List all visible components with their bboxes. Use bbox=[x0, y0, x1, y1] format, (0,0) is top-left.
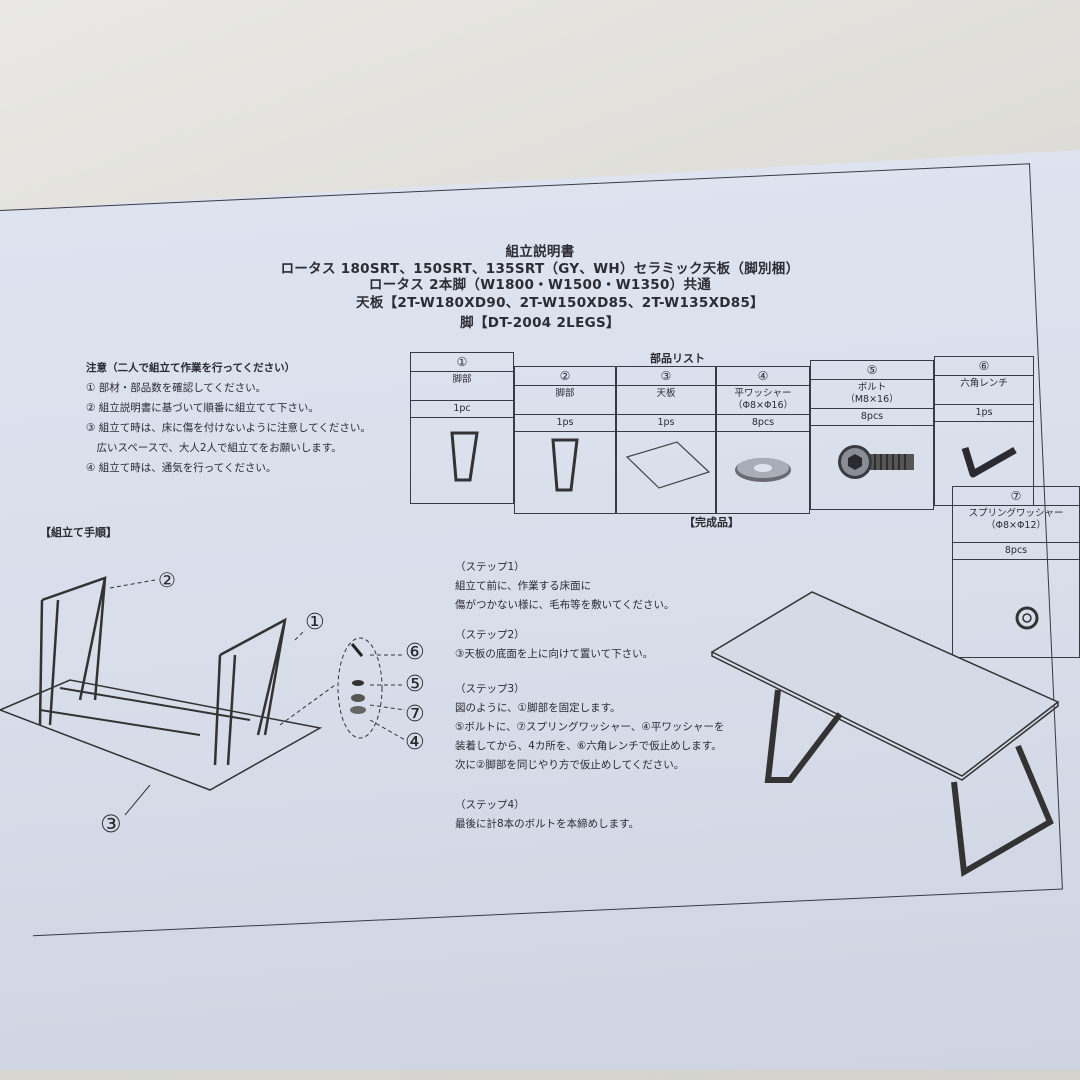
callout-4: ④ bbox=[405, 730, 425, 755]
step-line: 次に②脚部を同じやり方で仮止めしてください。 bbox=[455, 759, 685, 771]
part-number: ⑦ bbox=[953, 487, 1079, 506]
part-number: ⑤ bbox=[811, 361, 933, 380]
step-line: 最後に計8本のボルトを本締めします。 bbox=[455, 818, 640, 830]
part-name: スプリングワッシャー bbox=[968, 508, 1064, 519]
assembly-title: 【組立て手順】 bbox=[40, 526, 117, 539]
part-7: ⑦ スプリングワッシャー（Φ8×Φ12） 8pcs bbox=[952, 486, 1080, 658]
part-number: ② bbox=[515, 367, 615, 386]
part-qty: 1ps bbox=[935, 405, 1033, 422]
part-2: ② 脚部 1ps bbox=[514, 366, 616, 514]
part-4: ④ 平ワッシャー（Φ8×Φ16） 8pcs bbox=[716, 366, 810, 514]
step-line: ⑤ボルトに、⑦スプリングワッシャー、④平ワッシャーを bbox=[455, 721, 725, 733]
caution-title: 注意（二人で組立て作業を行ってください） bbox=[86, 362, 296, 374]
part-number: ③ bbox=[617, 367, 715, 386]
part-qty: 1pc bbox=[411, 401, 513, 418]
assembly-diagram bbox=[0, 576, 406, 816]
step-line: 図のように、①脚部を固定します。 bbox=[455, 702, 621, 714]
leg-frame-icon bbox=[450, 431, 479, 482]
leg-model: 脚【DT-2004 2LEGS】 bbox=[460, 315, 620, 331]
bolt-icon bbox=[838, 445, 914, 479]
spring-washer-icon bbox=[1015, 606, 1039, 630]
step-2: （ステップ2） ③天板の底面を上に向けて置いて下さい。 bbox=[455, 626, 653, 664]
legs-line: ロータス 2本脚（W1800・W1500・W1350）共通 bbox=[368, 277, 712, 293]
step-3: （ステップ3） 図のように、①脚部を固定します。 ⑤ボルトに、⑦スプリングワッシ… bbox=[455, 680, 724, 775]
caution-item: ③ 組立て時は、床に傷を付けないように注意してください。 bbox=[86, 422, 371, 434]
part-name: 脚部 bbox=[452, 374, 472, 385]
part-spec: （Φ8×Φ16） bbox=[732, 400, 794, 411]
parts-list-title: 部品リスト bbox=[650, 352, 705, 365]
caution-notes: 注意（二人で組立て作業を行ってください） ① 部材・部品数を確認してください。 … bbox=[86, 358, 371, 478]
leg-frame-icon bbox=[551, 438, 579, 492]
product-line: ロータス 180SRT、150SRT、135SRT（GY、WH）セラミック天板（… bbox=[280, 261, 800, 277]
callout-5: ⑤ bbox=[405, 672, 425, 697]
part-number: ① bbox=[411, 353, 513, 372]
caution-item: ④ 組立て時は、通気を行ってください。 bbox=[86, 462, 277, 474]
caution-item: ② 組立説明書に基づいて順番に組立てて下さい。 bbox=[86, 402, 319, 414]
step-line: ③天板の底面を上に向けて置いて下さい。 bbox=[455, 648, 654, 660]
caution-item: 広いスペースで、大人2人で組立てをお願いします。 bbox=[86, 442, 342, 454]
part-spec: （M8×16） bbox=[845, 394, 899, 405]
finished-label: 【完成品】 bbox=[684, 516, 739, 529]
callout-6: ⑥ bbox=[405, 640, 425, 665]
part-name: 平ワッシャー bbox=[734, 388, 792, 399]
part-3: ③ 天板 1ps bbox=[616, 366, 716, 514]
tabletop-models: 天板【2T-W180XD90、2T-W150XD85、2T-W135XD85】 bbox=[356, 295, 764, 311]
part-name: 六角レンチ bbox=[960, 378, 1008, 389]
hex-wrench-icon bbox=[961, 446, 1017, 478]
step-title: （ステップ3） bbox=[455, 683, 525, 695]
part-spec: （Φ8×Φ12） bbox=[985, 520, 1047, 531]
step-4: （ステップ4） 最後に計8本のボルトを本締めします。 bbox=[455, 796, 639, 834]
part-qty: 1ps bbox=[617, 415, 715, 432]
part-qty: 1ps bbox=[515, 415, 615, 432]
flat-washer-icon bbox=[735, 458, 791, 482]
part-number: ④ bbox=[717, 367, 809, 386]
instruction-sheet bbox=[0, 150, 1080, 1070]
part-name: 脚部 bbox=[555, 388, 575, 399]
part-qty: 8pcs bbox=[811, 409, 933, 426]
part-5: ⑤ ボルト（M8×16） 8pcs bbox=[810, 360, 934, 510]
caution-item: ① 部材・部品数を確認してください。 bbox=[86, 382, 267, 394]
finished-table-illustration bbox=[710, 591, 1060, 877]
step-1: （ステップ1） 組立て前に、作業する床面に 傷がつかない様に、毛布等を敷いてくだ… bbox=[455, 558, 675, 615]
step-line: 組立て前に、作業する床面に bbox=[455, 580, 592, 592]
part-name: ボルト bbox=[857, 382, 887, 393]
step-title: （ステップ1） bbox=[455, 561, 525, 573]
part-6: ⑥ 六角レンチ 1ps bbox=[934, 356, 1034, 506]
part-qty: 8pcs bbox=[953, 543, 1079, 560]
callout-1: ① bbox=[305, 610, 325, 635]
step-line: 傷がつかない様に、毛布等を敷いてください。 bbox=[455, 599, 675, 611]
step-title: （ステップ2） bbox=[455, 629, 525, 641]
part-name: 天板 bbox=[656, 388, 676, 399]
part-qty: 8pcs bbox=[717, 415, 809, 432]
callout-7: ⑦ bbox=[405, 702, 425, 727]
tabletop-icon bbox=[625, 441, 711, 489]
callout-3: ③ bbox=[100, 810, 122, 838]
part-1: ① 脚部 1pc bbox=[410, 352, 514, 504]
callout-2: ② bbox=[158, 568, 176, 592]
step-title: （ステップ4） bbox=[455, 799, 525, 811]
part-number: ⑥ bbox=[935, 357, 1033, 376]
step-line: 装着してから、4カ所を、⑥六角レンチで仮止めします。 bbox=[455, 740, 722, 752]
doc-title: 組立説明書 bbox=[505, 244, 575, 260]
